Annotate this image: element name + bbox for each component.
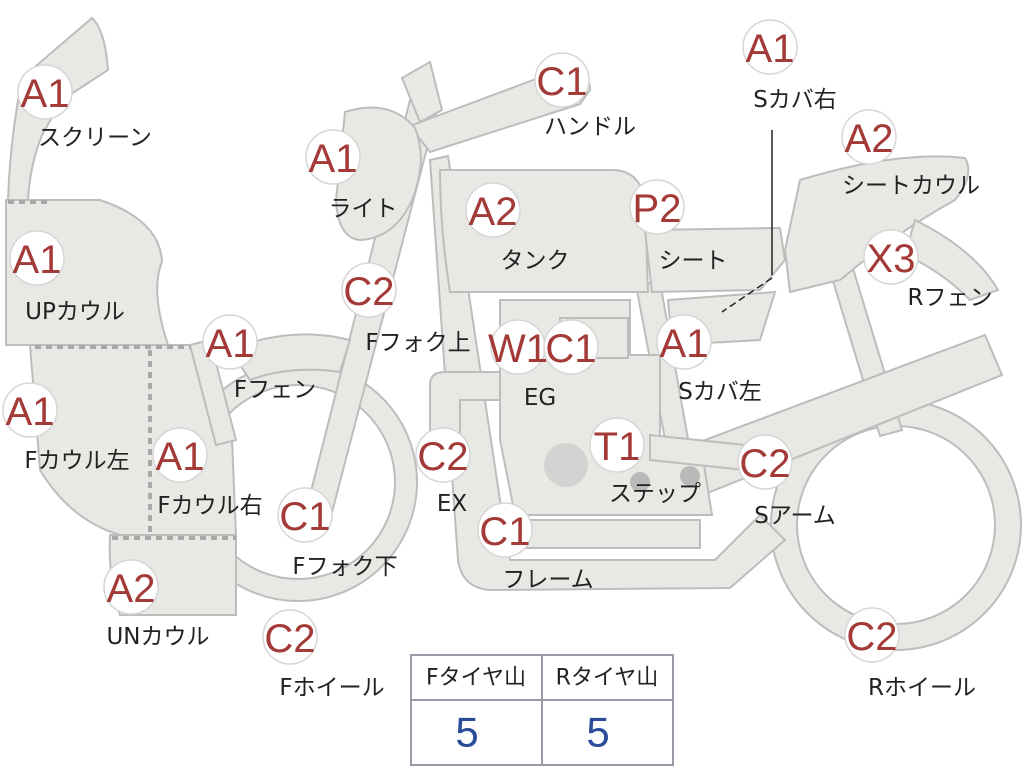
badge-text: A2 — [469, 190, 518, 234]
label-f-cowl-l: Fカウル左 — [24, 448, 129, 474]
badge-handle: C1 — [534, 52, 590, 108]
label-f-fork-upper: Fフォク上 — [365, 330, 470, 356]
badge-ex: C2 — [415, 427, 471, 483]
badge-text: C1 — [279, 495, 330, 539]
table-header-rear-tire: Rタイヤ山 — [556, 666, 659, 691]
badge-text: A1 — [206, 322, 255, 366]
badge-scover-r: A1 — [742, 19, 798, 75]
badge-f-cowl-r: A1 — [152, 427, 208, 483]
badge-text: C2 — [264, 617, 315, 661]
badge-r-wheel: C2 — [844, 607, 900, 663]
table-value-rear-tire: 5 — [586, 709, 609, 756]
light-shape — [334, 106, 422, 242]
rear-fender-shape — [903, 218, 1000, 302]
badge-step: T1 — [589, 417, 645, 473]
label-r-wheel: Rホイール — [868, 675, 976, 701]
badge-screen: A1 — [17, 64, 73, 120]
label-un-cowl: UNカウル — [106, 624, 209, 650]
label-r-fender: Rフェン — [908, 285, 993, 311]
badge-f-fork-lower: C1 — [277, 487, 333, 543]
label-step: ステップ — [609, 481, 701, 507]
badge-text: P2 — [633, 187, 682, 231]
label-f-wheel: Fホイール — [279, 675, 384, 701]
badge-text: A1 — [660, 322, 709, 366]
badge-text: C1 — [479, 510, 530, 554]
screen-shape — [6, 16, 110, 201]
label-seat-cowl: シートカウル — [842, 173, 980, 199]
badge-text: C2 — [739, 442, 790, 486]
badge-light: A1 — [305, 129, 361, 185]
badge-text: A1 — [309, 137, 358, 181]
badge-f-fender: A1 — [202, 314, 258, 370]
badge-text: T1 — [594, 425, 641, 469]
label-tank: タンク — [501, 248, 570, 274]
badge-text: A1 — [156, 435, 205, 479]
badge-scover-l: A1 — [656, 314, 712, 370]
badge-text: X3 — [867, 237, 916, 281]
table-header-front-tire: Fタイヤ山 — [426, 666, 526, 691]
badge-f-fork-upper: C2 — [341, 262, 397, 318]
badge-text: A2 — [107, 567, 156, 611]
badge-f-cowl-l: A1 — [2, 382, 58, 438]
badge-text: A1 — [6, 390, 55, 434]
badge-s-arm: C2 — [737, 434, 793, 490]
badge-tank: A2 — [465, 182, 521, 238]
label-handle: ハンドル — [544, 114, 636, 140]
badge-text: C2 — [343, 270, 394, 314]
badge-text: C2 — [846, 615, 897, 659]
badge-seat-cowl: A2 — [841, 109, 897, 165]
label-f-fork-lower: Fフォク下 — [292, 554, 397, 580]
label-up-cowl: UPカウル — [25, 299, 125, 325]
label-s-arm: Sアーム — [754, 503, 836, 529]
badge-text: C1 — [545, 327, 596, 371]
tire-tread-table: Fタイヤ山 Rタイヤ山 5 5 — [410, 654, 674, 766]
badge-eg-2: C1 — [543, 319, 599, 375]
badge-text: A1 — [21, 72, 70, 116]
front-fender-shape — [228, 333, 352, 382]
badge-un-cowl: A2 — [103, 559, 159, 615]
label-scover-r: Sカバ右 — [753, 87, 837, 113]
label-f-cowl-r: Fカウル右 — [157, 493, 262, 519]
badge-text: C2 — [417, 435, 468, 479]
badge-up-cowl: A1 — [9, 230, 65, 286]
frame-shape — [428, 154, 787, 592]
badge-text: W1 — [488, 327, 548, 371]
badge-text: A2 — [845, 117, 894, 161]
badge-text: C1 — [536, 60, 587, 104]
label-seat: シート — [659, 248, 728, 274]
label-scover-l: Sカバ左 — [678, 379, 762, 405]
label-ex: EX — [437, 491, 468, 517]
badge-text: A1 — [13, 238, 62, 282]
label-screen: スクリーン — [38, 125, 152, 151]
badge-seat: P2 — [629, 179, 685, 235]
badge-eg-1: W1 — [488, 319, 548, 375]
badge-frame: C1 — [477, 502, 533, 558]
label-light: ライト — [329, 196, 398, 222]
badge-r-fender: X3 — [863, 229, 919, 285]
table-value-front-tire: 5 — [455, 709, 478, 756]
label-f-fender: Fフェン — [234, 377, 316, 403]
badge-text: A1 — [746, 27, 795, 71]
badge-f-wheel: C2 — [262, 609, 318, 665]
label-frame: フレーム — [502, 567, 593, 593]
label-eg: EG — [524, 385, 556, 411]
